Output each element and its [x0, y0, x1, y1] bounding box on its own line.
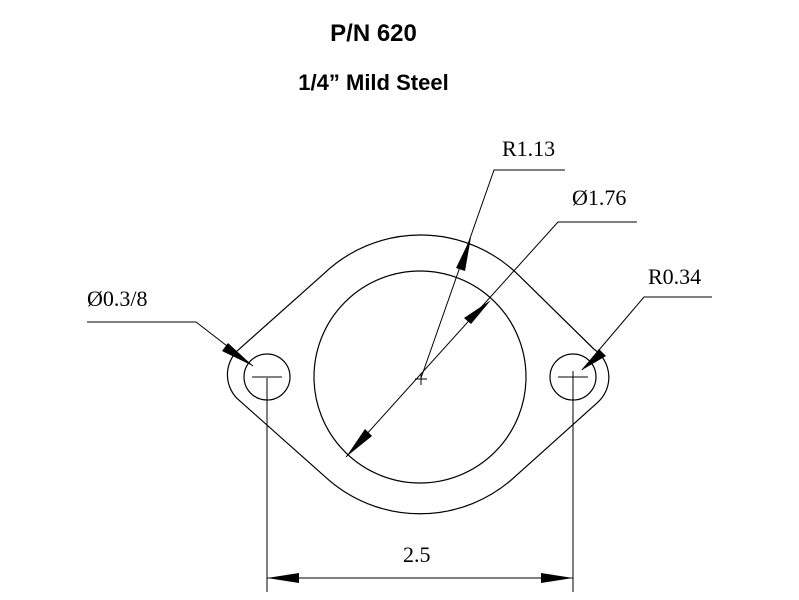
ear-radius-arrow: [582, 349, 606, 370]
bore-arrow-lower: [346, 429, 372, 457]
material-subtitle: 1/4” Mild Steel: [298, 70, 449, 95]
outer-radius-leader: [420, 169, 565, 379]
outer-radius-label: R1.13: [502, 136, 555, 161]
bore-diameter-leader: [345, 221, 637, 458]
spacing-arrow-right: [541, 573, 573, 583]
part-number-title: P/N 620: [330, 20, 417, 47]
bore-circle: [313, 270, 527, 484]
flange-outline: [226, 234, 610, 515]
bore-arrow-upper: [464, 300, 491, 324]
bore-diameter-label: Ø1.76: [572, 185, 626, 210]
ear-radius-leader: [581, 296, 712, 371]
hole-diameter-label: Ø0.3/8: [87, 286, 148, 311]
hole-diameter-arrow: [222, 343, 253, 366]
spacing-arrow-left: [267, 573, 299, 583]
center-marks: [252, 371, 588, 385]
ear-radius-label: R0.34: [648, 264, 701, 289]
outer-radius-arrow: [456, 237, 471, 271]
hole-spacing-label: 2.5: [403, 542, 431, 567]
